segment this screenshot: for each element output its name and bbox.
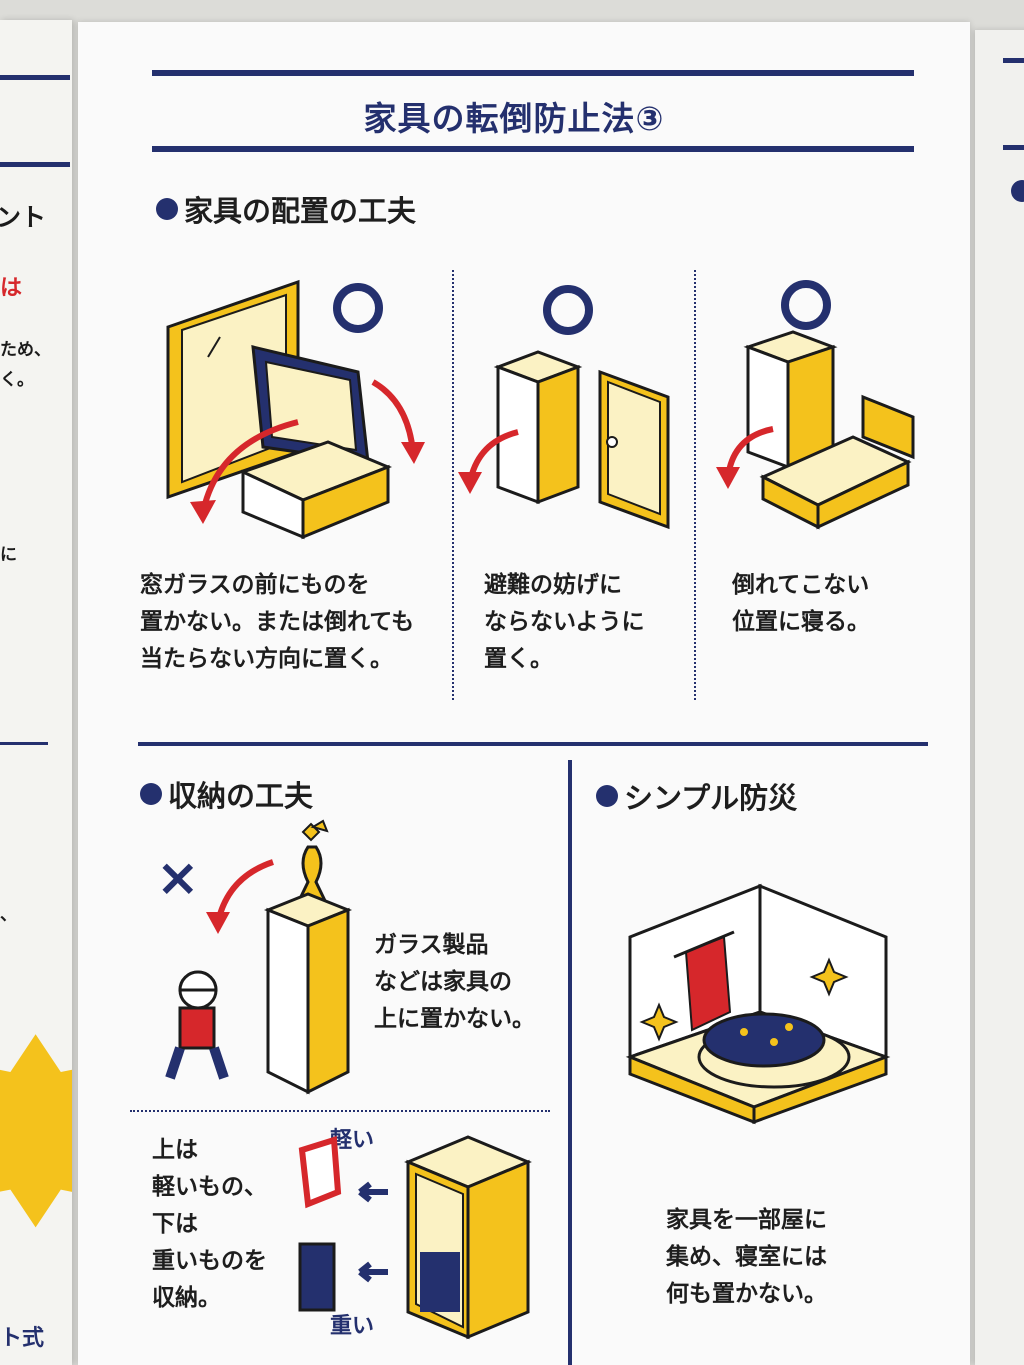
left-fragment: ント: [0, 203, 47, 232]
simple-bedroom-illustration: [625, 883, 891, 1125]
main-page: 家具の転倒防止法③ 家具の配置の工夫: [78, 22, 970, 1365]
right-page-edge: [975, 30, 1024, 1365]
title-rule-bottom: [152, 146, 914, 152]
column-divider: [452, 270, 454, 700]
ok-circle-icon: [543, 285, 593, 335]
right-page-bullet: [1011, 180, 1024, 202]
ok-circle-icon: [781, 280, 831, 330]
right-page-rule: [1003, 58, 1024, 63]
title-rule-top: [152, 70, 914, 76]
shelf-illustration: [298, 1135, 532, 1340]
bullet-icon: [596, 785, 618, 807]
storage-heading-text: 収納の工夫: [168, 779, 314, 813]
bullet-icon: [156, 198, 178, 220]
left-fragment: く。: [0, 370, 34, 390]
simple-caption: 家具を一部屋に 集め、寝室には 何も置かない。: [666, 1207, 827, 1307]
left-fragment: は: [0, 276, 23, 301]
placement-heading: 家具の配置の工夫: [156, 188, 416, 230]
left-fragment: ト式: [0, 1326, 45, 1351]
placement-heading-text: 家具の配置の工夫: [184, 194, 417, 228]
simple-heading-text: シンプル防災: [624, 781, 798, 815]
column-divider: [694, 270, 696, 700]
glass-caption: ガラス製品 などは家具の 上に置かない。: [374, 932, 535, 1032]
wardrobe-bed-illustration: [716, 330, 915, 530]
page-title: 家具の転倒防止法③: [363, 99, 665, 138]
right-page-rule: [1003, 145, 1024, 150]
weight-caption: 上は 軽いもの、 下は 重いものを 収納。: [152, 1137, 267, 1311]
storage-heading: 収納の工夫: [140, 773, 313, 815]
left-page-rule: [0, 75, 70, 80]
left-fragment: に: [0, 545, 17, 565]
left-page-edge: ント は ため、 く。 に 、 ト式: [0, 20, 72, 1365]
ng-cross-icon: ×: [156, 848, 200, 908]
placement-caption-3: 倒れてこない 位置に寝る。: [732, 572, 870, 635]
bullet-icon: [140, 783, 162, 805]
simple-heading: シンプル防災: [596, 775, 797, 817]
window-tv-illustration: [166, 279, 425, 540]
left-page-rule: [0, 742, 48, 745]
left-fragment: ため、: [0, 340, 51, 360]
column-rule: [568, 760, 572, 1365]
vase-cabinet-illustration: [165, 819, 353, 1095]
left-fragment: 、: [0, 905, 17, 925]
gold-seal-icon: [0, 1034, 72, 1228]
storage-divider: [130, 1110, 550, 1112]
left-page-rule: [0, 162, 70, 167]
section-rule: [138, 742, 928, 746]
wardrobe-door-illustration: [458, 350, 670, 530]
placement-caption-1: 窓ガラスの前にものを 置かない。または倒れても 当たらない方向に置く。: [140, 572, 415, 672]
ok-circle-icon: [333, 283, 383, 333]
placement-caption-2: 避難の妨げに ならないように 置く。: [484, 572, 645, 672]
heavy-label: 重い: [330, 1314, 375, 1339]
